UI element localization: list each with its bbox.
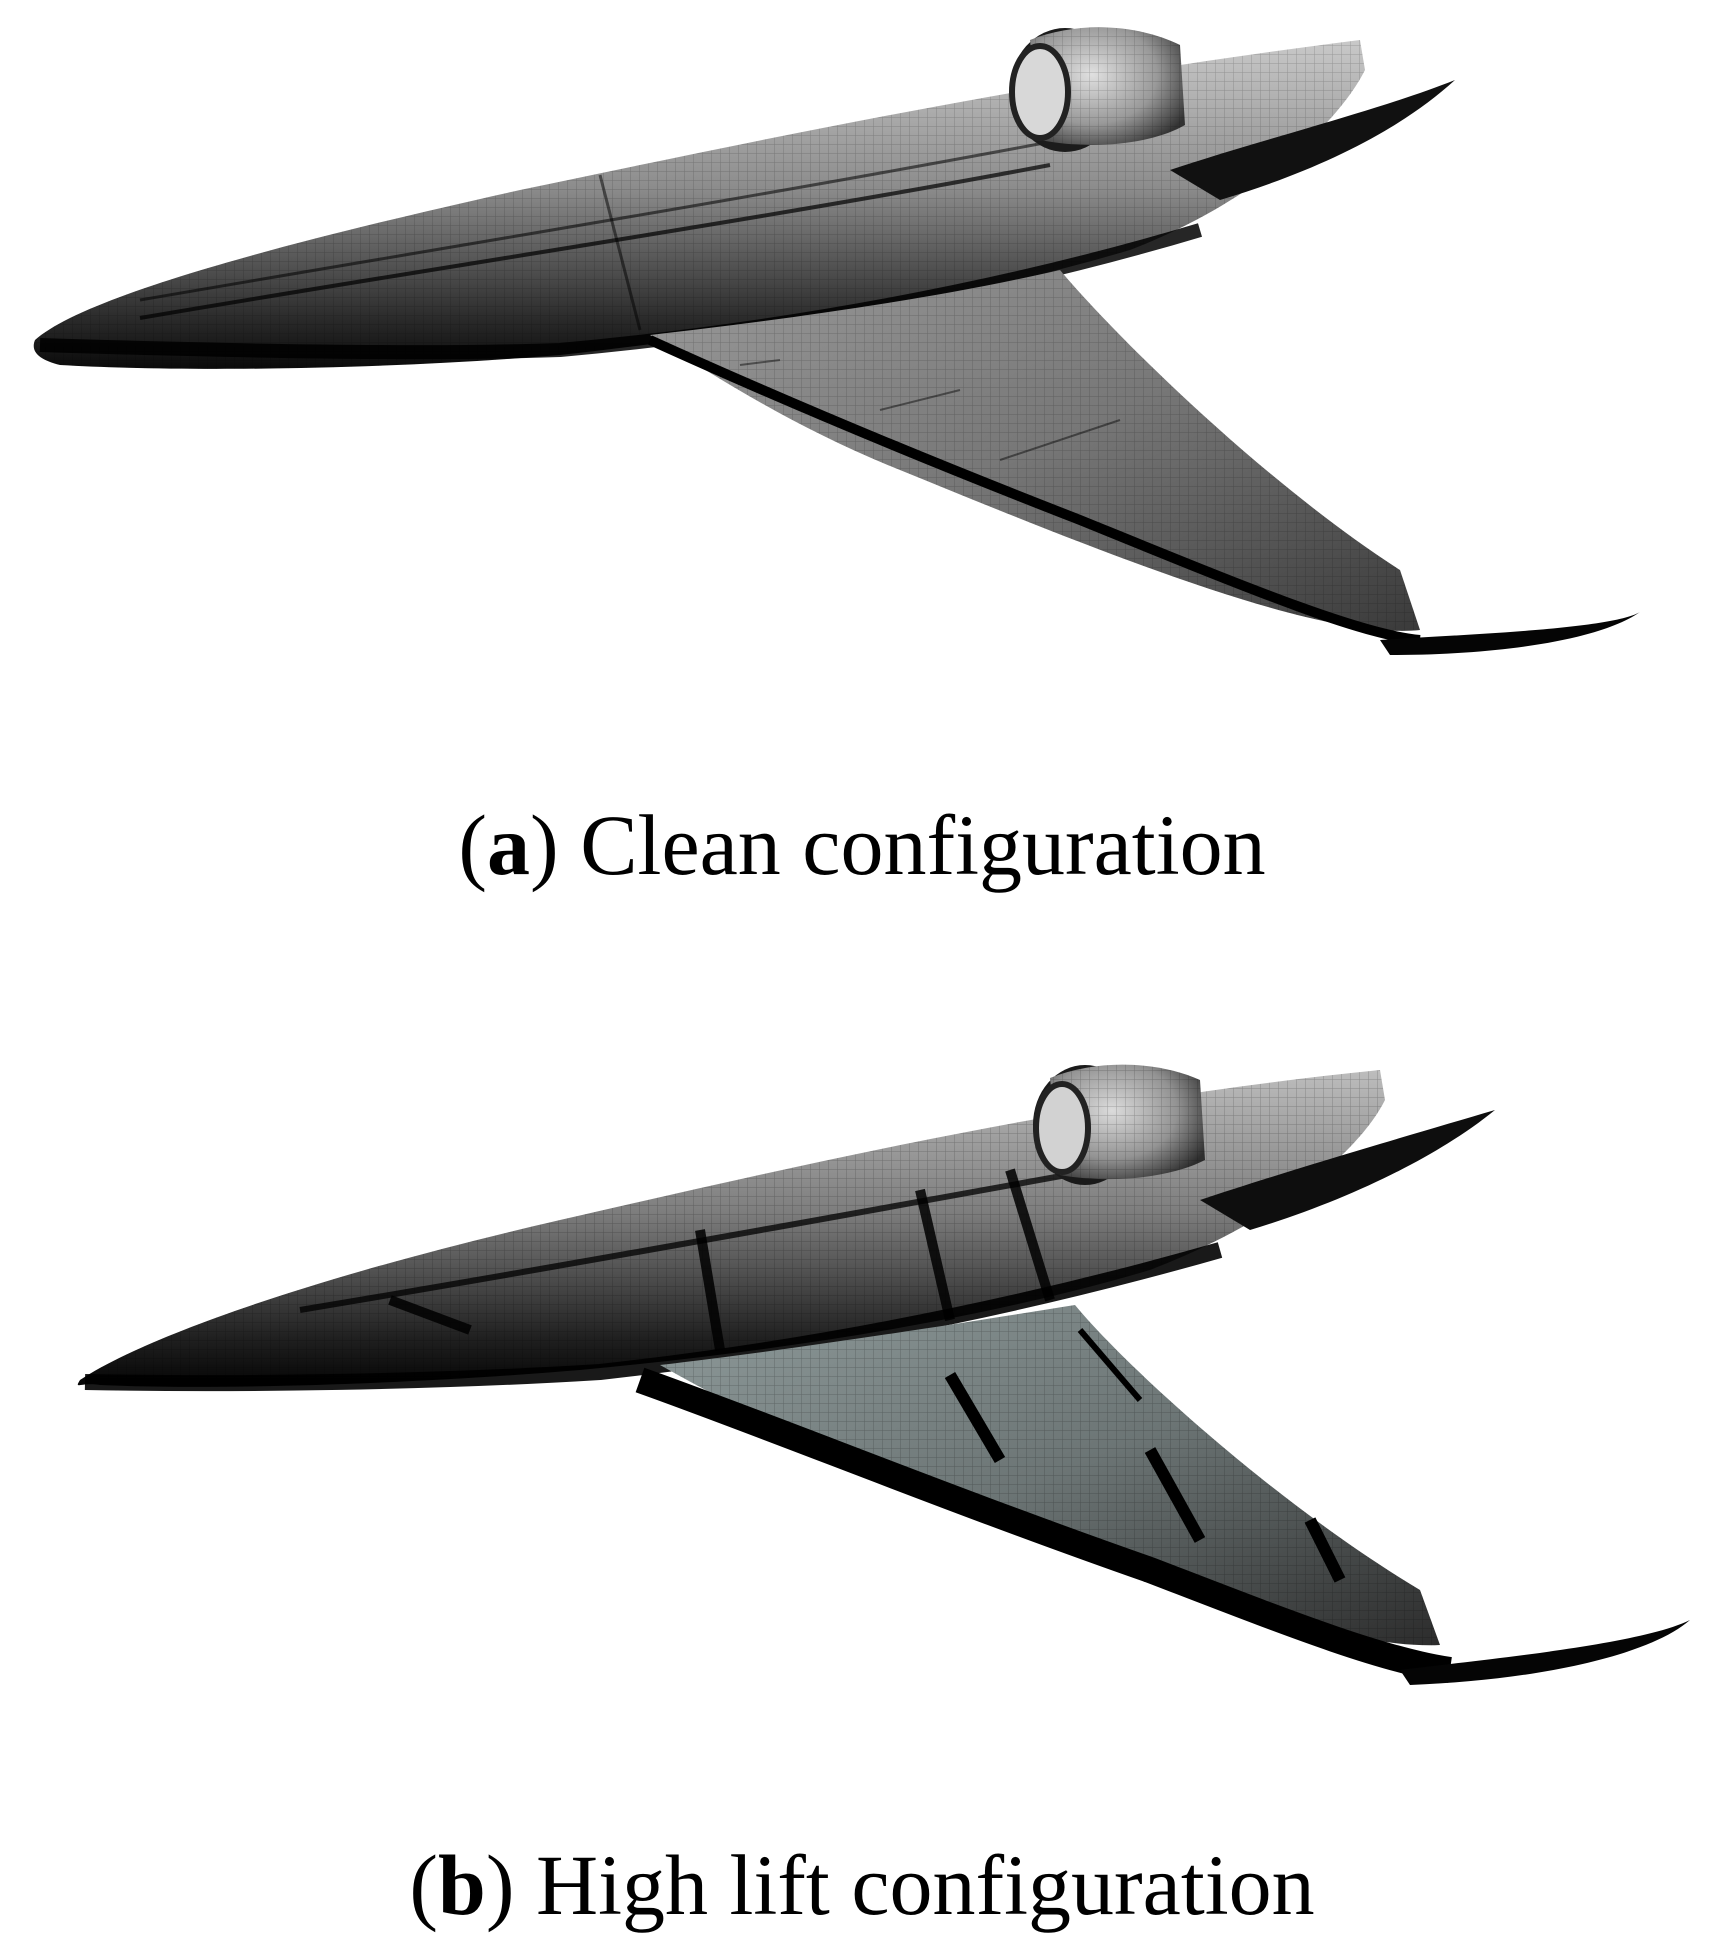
panel-high-lift-configuration: (b) High lift configuration <box>0 980 1724 1960</box>
engine-nacelle <box>1009 27 1185 152</box>
caption-text-a: Clean configuration <box>580 797 1266 893</box>
tail-fin <box>1200 1110 1495 1230</box>
panel-letter-b: b <box>438 1837 486 1933</box>
panel-clean-configuration: (a) Clean configuration <box>0 0 1724 960</box>
caption-high-lift-configuration: (b) High lift configuration <box>409 1837 1315 1933</box>
engine-nacelle <box>1033 1064 1205 1185</box>
tail-fin <box>1170 80 1455 200</box>
wing-with-high-lift-devices <box>635 1305 1690 1685</box>
clean-aircraft-mesh-render <box>33 27 1640 655</box>
high-lift-aircraft-mesh-render <box>77 1064 1690 1685</box>
caption-clean-configuration: (a) Clean configuration <box>458 797 1266 893</box>
panel-letter-a: a <box>487 797 531 893</box>
wing <box>647 270 1640 655</box>
caption-text-b: High lift configuration <box>536 1837 1315 1933</box>
